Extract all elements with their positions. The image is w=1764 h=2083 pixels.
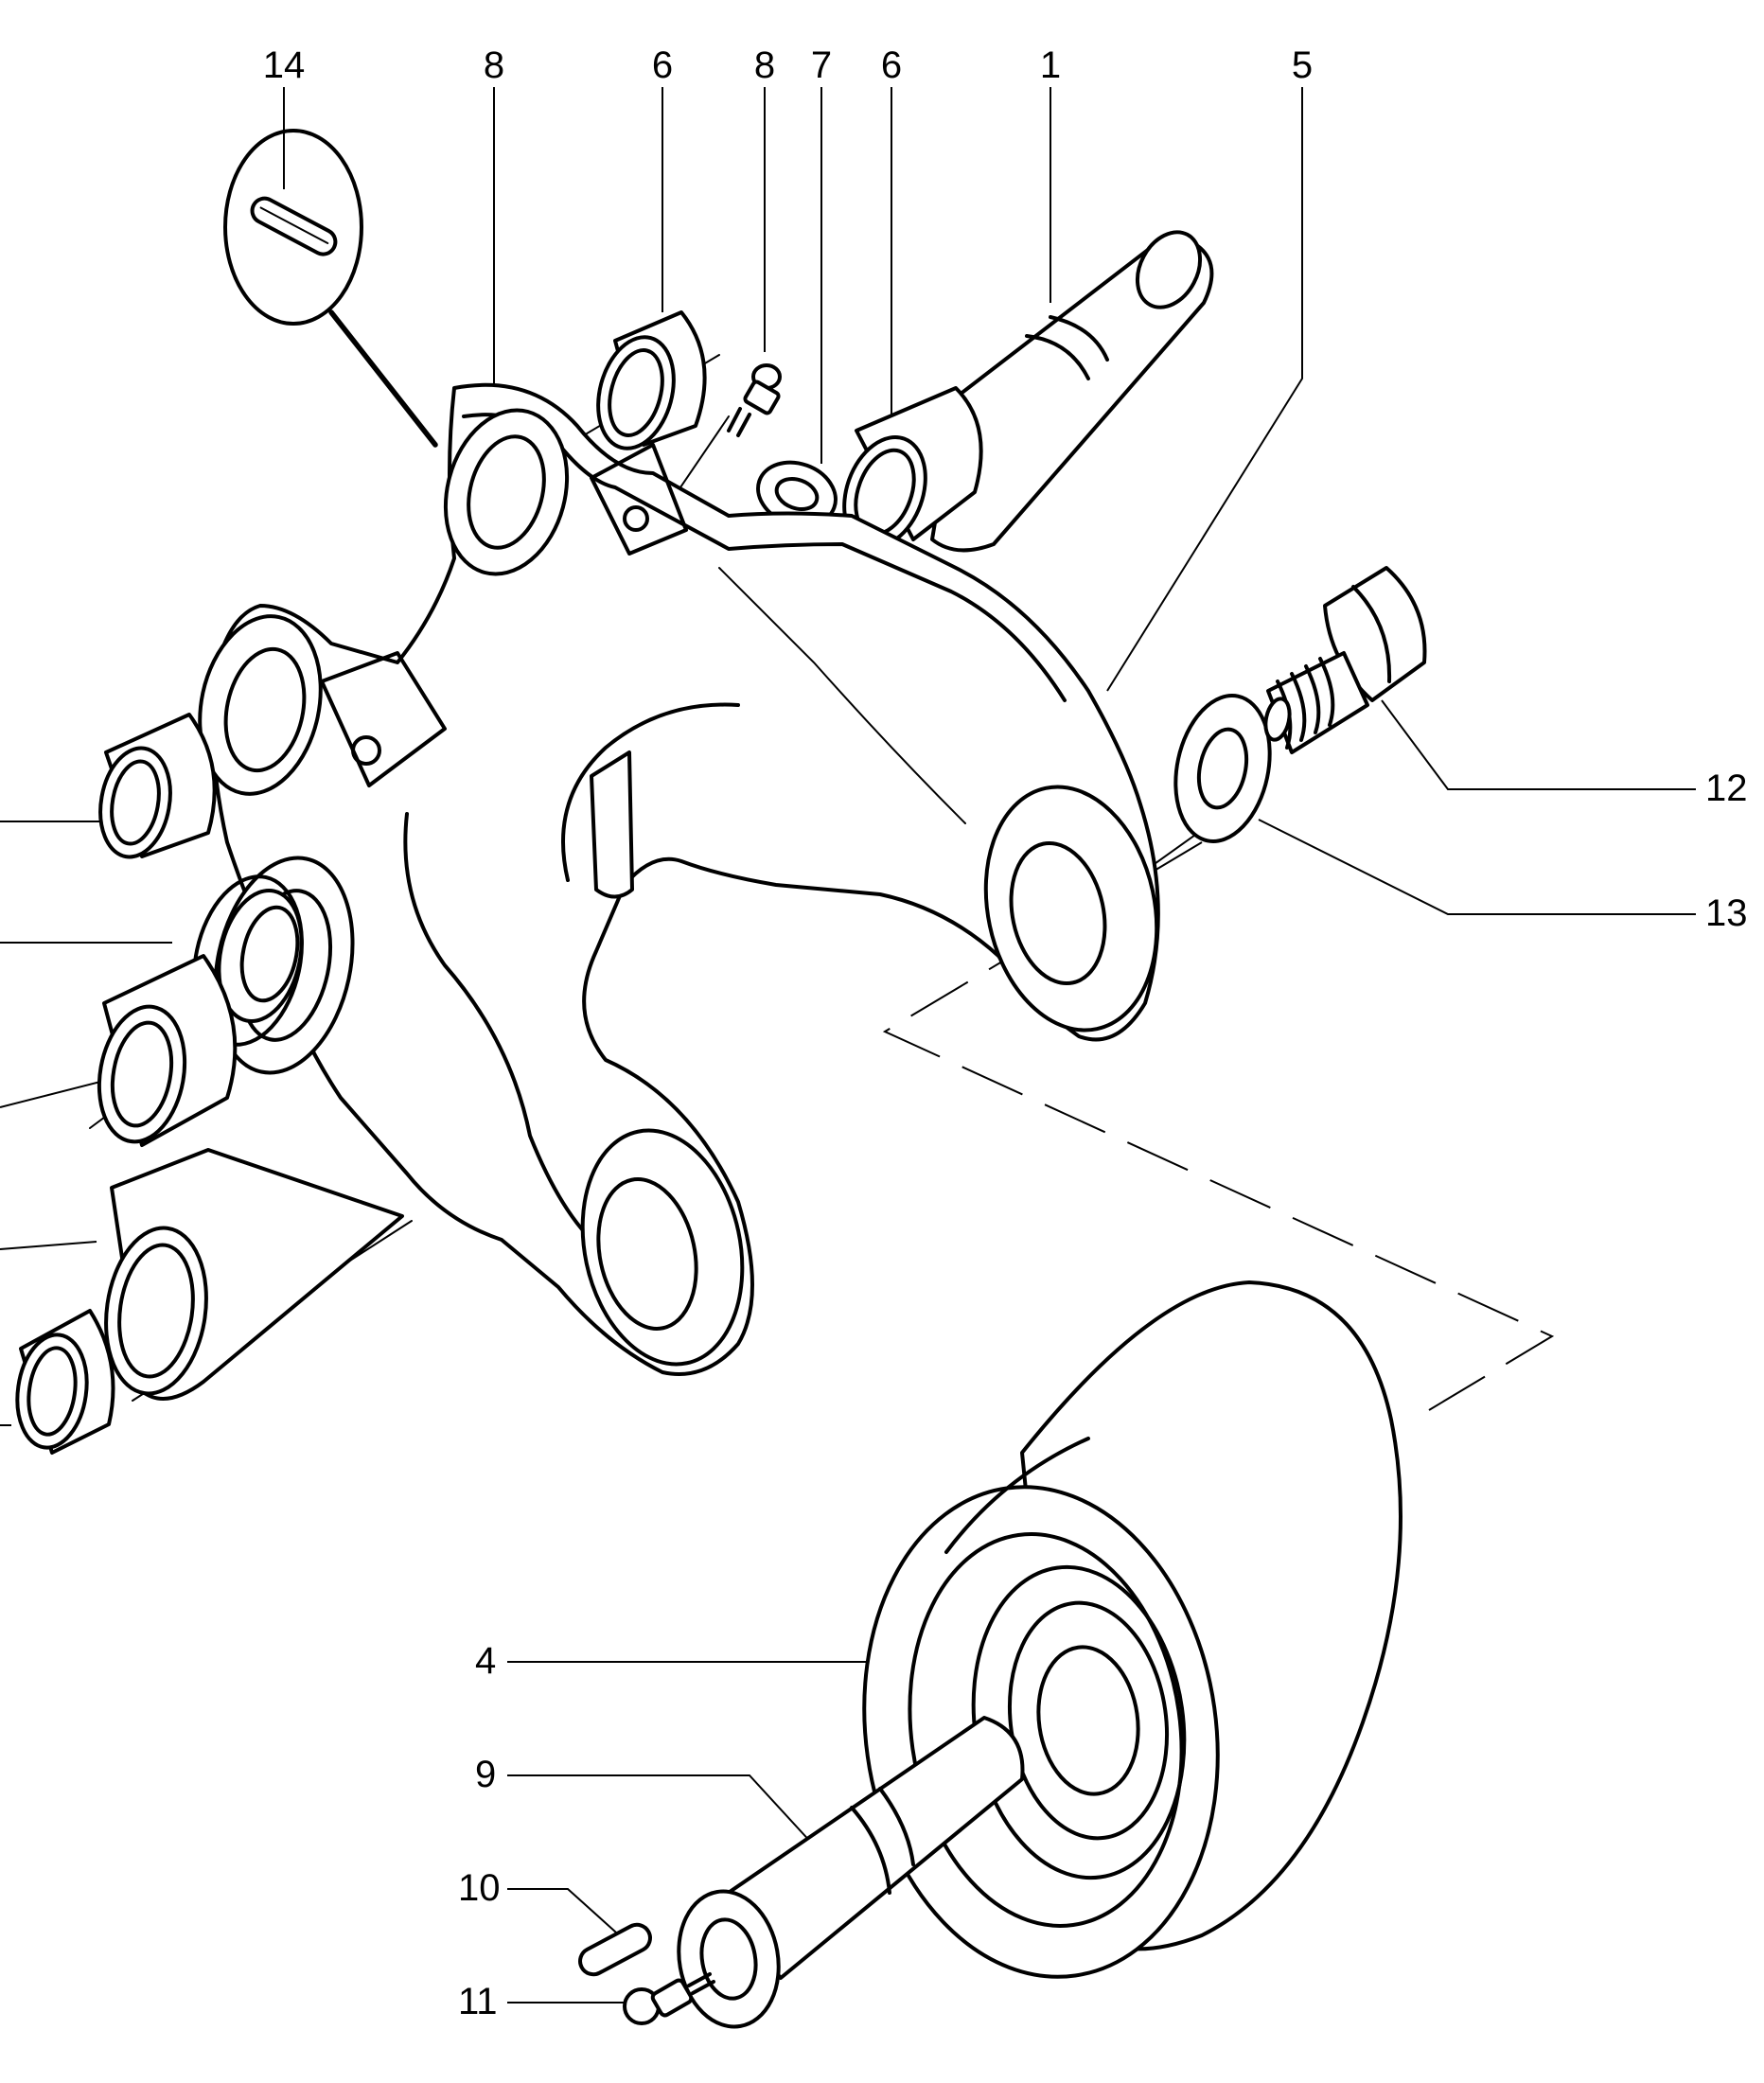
callout-10: 10 [458,1867,501,1909]
arm-lower-boss [580,1128,745,1367]
arm-right-boss [983,785,1159,1033]
part-1-shaft [930,230,1214,553]
part-6-bushing-right [842,386,983,550]
part-8-grease-nipple-right [727,363,782,437]
leader-left-4 [0,1241,97,1250]
callout-6-left: 6 [652,44,673,86]
leader-lines [0,87,1696,2004]
callout-13: 13 [1705,892,1748,934]
wheel-tread-ring [908,1532,1184,1928]
callout-14: 14 [263,44,306,86]
axle-step-2 [878,1787,915,1866]
wheel-hub-bore [1036,1645,1140,1796]
axle-flange [677,1889,781,2029]
detail-circle [223,129,363,326]
part-6-bushing-left [596,310,707,450]
leader-9 [507,1774,815,1846]
callout-4: 4 [475,1640,496,1682]
leader-left-3 [0,1080,105,1108]
leader-5 [1106,87,1303,692]
arm-lower-bore [596,1177,698,1331]
callout-9: 9 [475,1754,496,1795]
arm-lower-rim [403,812,617,1261]
arm-stub [590,750,634,899]
shaft-groove-2 [1049,315,1109,362]
wheel-rim-highlight [944,1437,1090,1554]
part-13-washer [1173,694,1272,843]
callout-8-right: 8 [754,44,775,86]
arm-cutout [561,702,740,882]
part-5-swing-arm [198,382,1160,1376]
arm-right-bore [1009,840,1107,986]
left-washer-upper [192,874,304,1047]
wheel-ring-3 [1007,1600,1170,1841]
shaft-end [1135,230,1203,309]
part-10-pin [578,1922,652,1977]
left-bushing-bottom [15,1309,115,1455]
callout-6-right: 6 [881,44,902,86]
left-bushing-lower [104,1148,404,1401]
part-12-bolt [1263,566,1427,754]
callout-5: 5 [1292,44,1313,86]
left-bushing-mid [97,954,238,1147]
leader-10 [507,1888,626,1941]
axle-body [713,1716,1025,1980]
arm-grease-boss-right [590,443,688,556]
callout-1: 1 [1040,44,1061,86]
shaft-groove [1025,334,1090,380]
part-9-axle [677,1716,1025,2029]
part-14-detail [223,129,438,448]
axle-step [850,1806,891,1895]
bushing-6-left-face [596,335,676,450]
callout-8-left: 8 [484,44,504,86]
part-4-wheel [862,1280,1402,1979]
callout-11: 11 [458,1981,498,2022]
callout-labels: 14 8 6 8 7 6 1 5 12 13 4 9 10 11 [263,44,1748,2022]
left-bushing-upper [98,713,217,859]
part-11-grease-nipple [623,1972,715,2025]
callout-7: 7 [811,44,832,86]
callout-12: 12 [1705,768,1748,809]
pin-14 [250,196,338,256]
leader-13 [1258,819,1696,915]
detail-pointer [328,309,438,448]
leader-12 [1381,699,1696,790]
arm-web-line [718,567,966,824]
